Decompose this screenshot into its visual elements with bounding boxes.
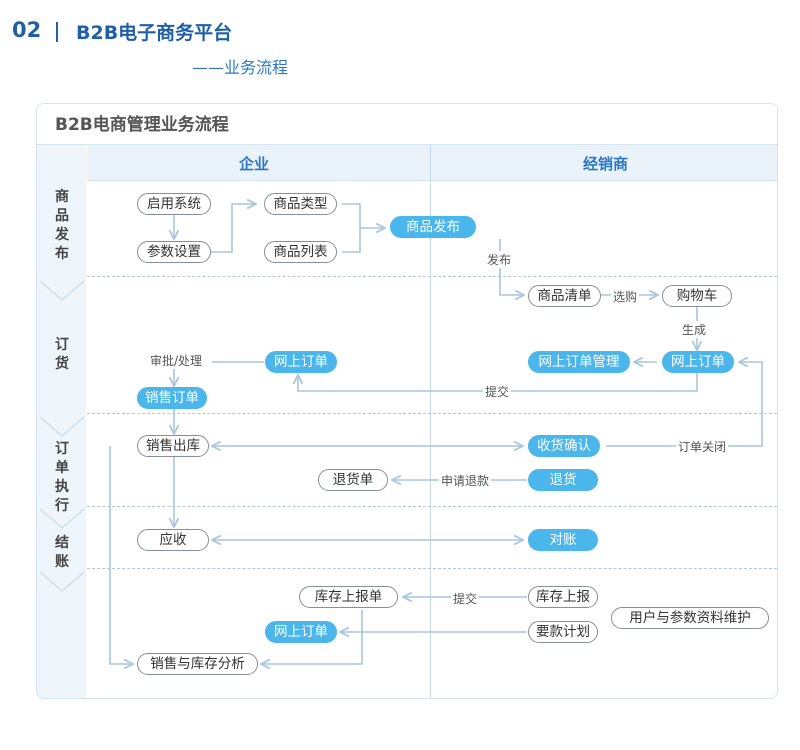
edge-label-submit: 提交 — [483, 383, 512, 400]
page-subtitle: ——业务流程 — [192, 58, 289, 77]
lane-label-settlement: 结账 — [55, 535, 69, 570]
node-online-order-mgmt: 网上订单管理 — [528, 351, 630, 373]
node-reconcile: 对账 — [528, 529, 598, 551]
node-inventory-report: 库存上报 — [528, 586, 598, 608]
lane-divider — [87, 413, 777, 414]
lane-label-ordering: 订货 — [55, 337, 69, 372]
node-user-param-maintenance: 用户与参数资料维护 — [611, 607, 769, 629]
node-enable-system: 启用系统 — [137, 193, 211, 215]
card-title: B2B电商管理业务流程 — [55, 115, 229, 135]
lane-divider — [87, 568, 777, 569]
node-product-publish: 商品发布 — [390, 216, 476, 238]
node-return-slip: 退货单 — [318, 469, 388, 491]
node-product-type: 商品类型 — [264, 193, 337, 215]
card-title-bar — [37, 104, 777, 145]
node-sales-outbound: 销售出库 — [137, 435, 209, 457]
lane-divider — [87, 506, 777, 507]
edge-label-order-close: 订单关闭 — [676, 438, 729, 455]
edge-label-apply-refund: 申请退款 — [439, 472, 492, 489]
column-header-distributor: 经销商 — [431, 145, 777, 181]
section-number: 02 — [12, 18, 42, 42]
lane-divider — [87, 276, 777, 277]
edge-label-publish: 发布 — [485, 251, 514, 268]
edge-label-approve: 审批/处理 — [148, 352, 205, 369]
column-header-enterprise: 企业 — [87, 145, 430, 181]
page-title: B2B电子商务平台 — [76, 22, 233, 44]
node-demand-plan: 要款计划 — [528, 621, 598, 643]
column-label-enterprise: 企业 — [239, 155, 270, 173]
node-sales-order: 销售订单 — [137, 387, 207, 409]
edge-label-select-buy: 选购 — [611, 288, 640, 305]
header-divider — [56, 22, 58, 42]
node-receivable: 应收 — [137, 529, 209, 551]
node-ent-online-order: 网上订单 — [265, 351, 337, 373]
edge-label-generate: 生成 — [680, 321, 709, 338]
column-label-distributor: 经销商 — [583, 155, 629, 173]
column-divider — [430, 145, 431, 698]
node-product-list: 商品列表 — [264, 241, 337, 263]
node-dist-online-order: 网上订单 — [662, 351, 734, 373]
node-product-listing: 商品清单 — [528, 285, 601, 307]
lane-label-order-execution: 订单执行 — [55, 441, 69, 514]
node-sales-inventory-analysis: 销售与库存分析 — [137, 653, 258, 675]
edge-label-submit-inventory: 提交 — [451, 590, 480, 607]
lane-label-product-publish: 商品发布 — [55, 189, 69, 262]
node-cart: 购物车 — [662, 285, 732, 307]
node-receipt-confirm: 收货确认 — [528, 435, 600, 457]
node-inventory-report-slip: 库存上报单 — [299, 586, 398, 608]
node-online-order-bottom: 网上订单 — [265, 621, 337, 643]
node-return-goods: 退货 — [528, 469, 598, 491]
node-param-setup: 参数设置 — [137, 241, 211, 263]
